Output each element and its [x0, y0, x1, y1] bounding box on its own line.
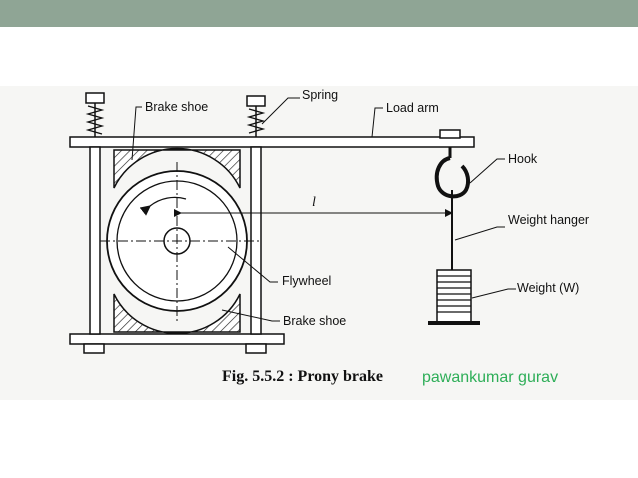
- left-tie-rod: [89, 146, 101, 335]
- load-arm: [69, 136, 475, 148]
- left-spring-bolt: [85, 92, 105, 138]
- top-bar: [0, 0, 638, 27]
- label-weight: Weight (W): [517, 281, 580, 295]
- weight-stack: [428, 269, 480, 325]
- right-spring-bolt: [246, 95, 266, 138]
- label-load-arm: Load arm: [386, 101, 439, 115]
- hook-nut: [439, 129, 461, 139]
- figure-caption: Fig. 5.5.2 : Prony brake: [222, 368, 384, 385]
- author-credit: pawankumar gurav: [422, 369, 559, 386]
- lower-brake-shoe: [113, 293, 241, 335]
- hook: [434, 147, 471, 199]
- label-brake-shoe-bottom: Brake shoe: [283, 314, 347, 328]
- label-weight-hanger: Weight hanger: [508, 213, 590, 227]
- label-flywheel: Flywheel: [282, 274, 332, 288]
- label-brake-shoe-top: Brake shoe: [145, 100, 209, 114]
- leader-lines: [131, 97, 516, 322]
- label-spring: Spring: [302, 88, 339, 102]
- label-length: l: [312, 195, 316, 210]
- flywheel: [100, 162, 262, 322]
- label-hook: Hook: [508, 152, 538, 166]
- upper-brake-shoe: [113, 147, 241, 189]
- bottom-bar: [69, 333, 285, 345]
